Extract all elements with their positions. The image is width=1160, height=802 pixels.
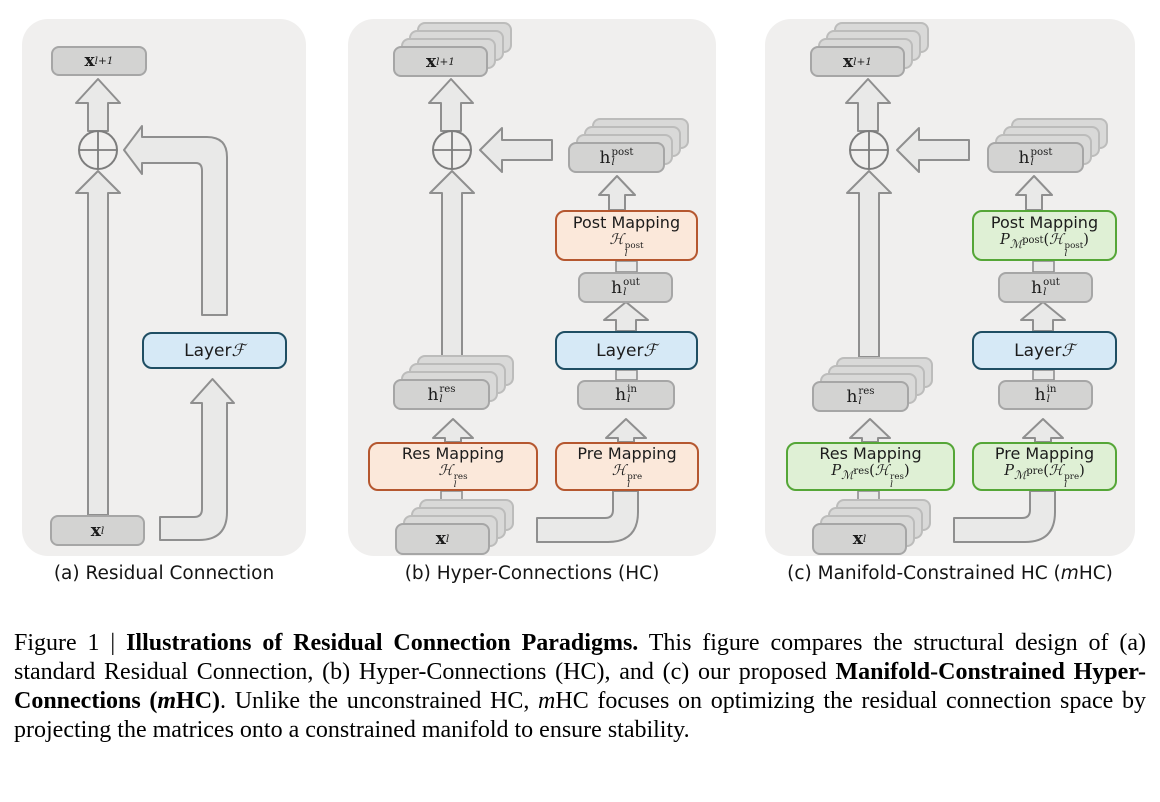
arrow-layer-to-hout (1020, 301, 1066, 332)
arrow-residual-up (846, 170, 892, 358)
figure-caption: Figure 1 | Illustrations of Residual Con… (14, 630, 1147, 743)
panel-c-caption: (c) Manifold-Constrained HC (mHC) (787, 563, 1113, 584)
arrow-resmap-to-hres (432, 418, 474, 443)
arrow-postmap-to-hpost (598, 175, 636, 211)
post-mapping-title: Post Mapping (990, 212, 1099, 232)
connector-hin-layer (1032, 369, 1055, 381)
layer-box: Layer ℱ (555, 331, 698, 370)
arrow-layer-to-sum (123, 125, 228, 316)
connector-hin-layer (615, 369, 638, 381)
arrow-input-to-premap (536, 490, 639, 543)
arrow-post-to-sum (896, 127, 970, 173)
plus-icon (79, 131, 117, 169)
arrow-post-to-sum (479, 127, 553, 173)
arrow-premap-to-hin (605, 418, 647, 443)
layer-box: Layer ℱ (972, 331, 1117, 370)
panel-a-caption: (a) Residual Connection (53, 563, 275, 584)
flow-arrows-b (428, 78, 649, 543)
arrow-input-to-layer (159, 378, 235, 541)
plus-icon (433, 131, 471, 169)
pre-mapping-title: Pre Mapping (577, 443, 677, 463)
pre-mapping-title: Pre Mapping (994, 443, 1095, 463)
arrow-input-to-premap (953, 490, 1056, 543)
flow-arrows-c (845, 78, 1066, 543)
connector-hout-postmap (615, 260, 638, 273)
res-mapping-title: Res Mapping (819, 443, 922, 463)
arrow-resmap-to-hres (849, 418, 891, 443)
arrow-sum-to-output (75, 78, 121, 132)
flow-arrows-a (75, 78, 235, 541)
arrow-sum-to-output (845, 78, 891, 132)
connector-hout-postmap (1032, 260, 1055, 273)
panel-b-caption: (b) Hyper-Connections (HC) (404, 563, 660, 584)
arrow-residual-up (75, 170, 121, 516)
arrow-sum-to-output (428, 78, 474, 132)
arrow-postmap-to-hpost (1015, 175, 1053, 211)
arrow-layer-to-hout (603, 301, 649, 332)
res-mapping-title: Res Mapping (401, 443, 505, 463)
post-mapping-title: Post Mapping (572, 212, 681, 232)
arrow-residual-up (429, 170, 475, 358)
plus-icon (850, 131, 888, 169)
arrow-premap-to-hin (1022, 418, 1064, 443)
layer-box: Layer ℱ (142, 332, 287, 369)
